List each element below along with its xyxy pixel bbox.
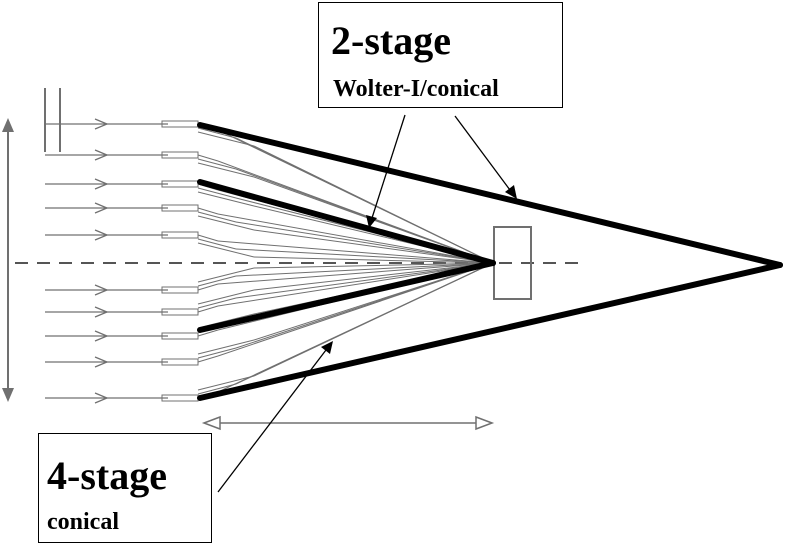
deflected-ray xyxy=(197,211,237,223)
ray-arrowhead xyxy=(94,330,109,342)
ray-arrowhead xyxy=(94,392,109,404)
focused-ray xyxy=(253,145,494,264)
focused-ray xyxy=(253,262,494,341)
deflected-ray xyxy=(197,127,237,139)
source-marker xyxy=(44,88,61,152)
ray-arrowhead xyxy=(94,284,109,296)
deflected-ray xyxy=(197,267,255,283)
deflected-ray xyxy=(197,329,219,337)
ray-arrowhead xyxy=(94,149,109,161)
focused-ray xyxy=(253,262,494,291)
focused-ray xyxy=(253,262,494,269)
focused-ray xyxy=(217,240,494,264)
ray-arrowhead xyxy=(94,306,109,318)
deflected-ray xyxy=(197,275,237,287)
focused-ray xyxy=(217,262,494,285)
focused-ray xyxy=(235,221,494,264)
deflected-ray xyxy=(197,162,255,178)
deflected-ray xyxy=(197,347,237,359)
focused-ray xyxy=(217,213,494,264)
deflected-ray xyxy=(197,375,255,391)
focused-ray xyxy=(235,248,494,264)
vertical-aperture-arrow xyxy=(2,118,14,402)
ray-arrowhead xyxy=(94,118,109,130)
horizontal-length-arrow xyxy=(201,415,495,431)
outer-mirror-cone xyxy=(197,122,783,401)
deflected-ray xyxy=(197,242,255,258)
deflected-ray xyxy=(197,131,255,147)
deflected-ray xyxy=(197,238,237,250)
deflected-ray xyxy=(197,305,219,313)
deflected-ray xyxy=(197,339,255,355)
callout-pointers xyxy=(217,114,517,493)
deflected-ray xyxy=(197,283,219,291)
inner-mirror-cone xyxy=(197,179,496,333)
deflected-ray xyxy=(197,215,255,231)
focused-ray xyxy=(253,256,494,264)
focused-ray xyxy=(235,262,494,299)
focused-ray xyxy=(217,262,494,307)
ray-bundle xyxy=(45,118,494,404)
focused-ray xyxy=(235,262,494,277)
ray-arrowhead xyxy=(94,229,109,241)
deflected-ray xyxy=(197,158,237,170)
deflected-ray xyxy=(197,234,219,242)
two-stage-subtitle: Wolter-I/conical xyxy=(333,76,499,102)
deflected-ray xyxy=(197,297,237,309)
deflected-ray xyxy=(197,191,255,207)
deflected-ray xyxy=(197,289,255,305)
deflected-ray xyxy=(197,187,237,199)
four-stage-label-box: 4-stage conical xyxy=(38,433,212,543)
ray-arrowhead xyxy=(94,178,109,190)
four-stage-subtitle: conical xyxy=(47,509,119,535)
ray-arrowhead xyxy=(94,356,109,368)
focused-ray xyxy=(253,229,494,264)
two-stage-label-box: 2-stage Wolter-I/conical xyxy=(318,2,563,108)
deflected-ray xyxy=(197,207,219,215)
four-stage-title: 4-stage xyxy=(47,453,167,498)
deflected-ray xyxy=(197,383,237,395)
focused-ray xyxy=(253,262,494,377)
deflected-ray xyxy=(197,154,219,162)
deflected-ray xyxy=(197,355,219,363)
two-stage-title: 2-stage xyxy=(331,18,451,63)
ray-arrowhead xyxy=(94,202,109,214)
